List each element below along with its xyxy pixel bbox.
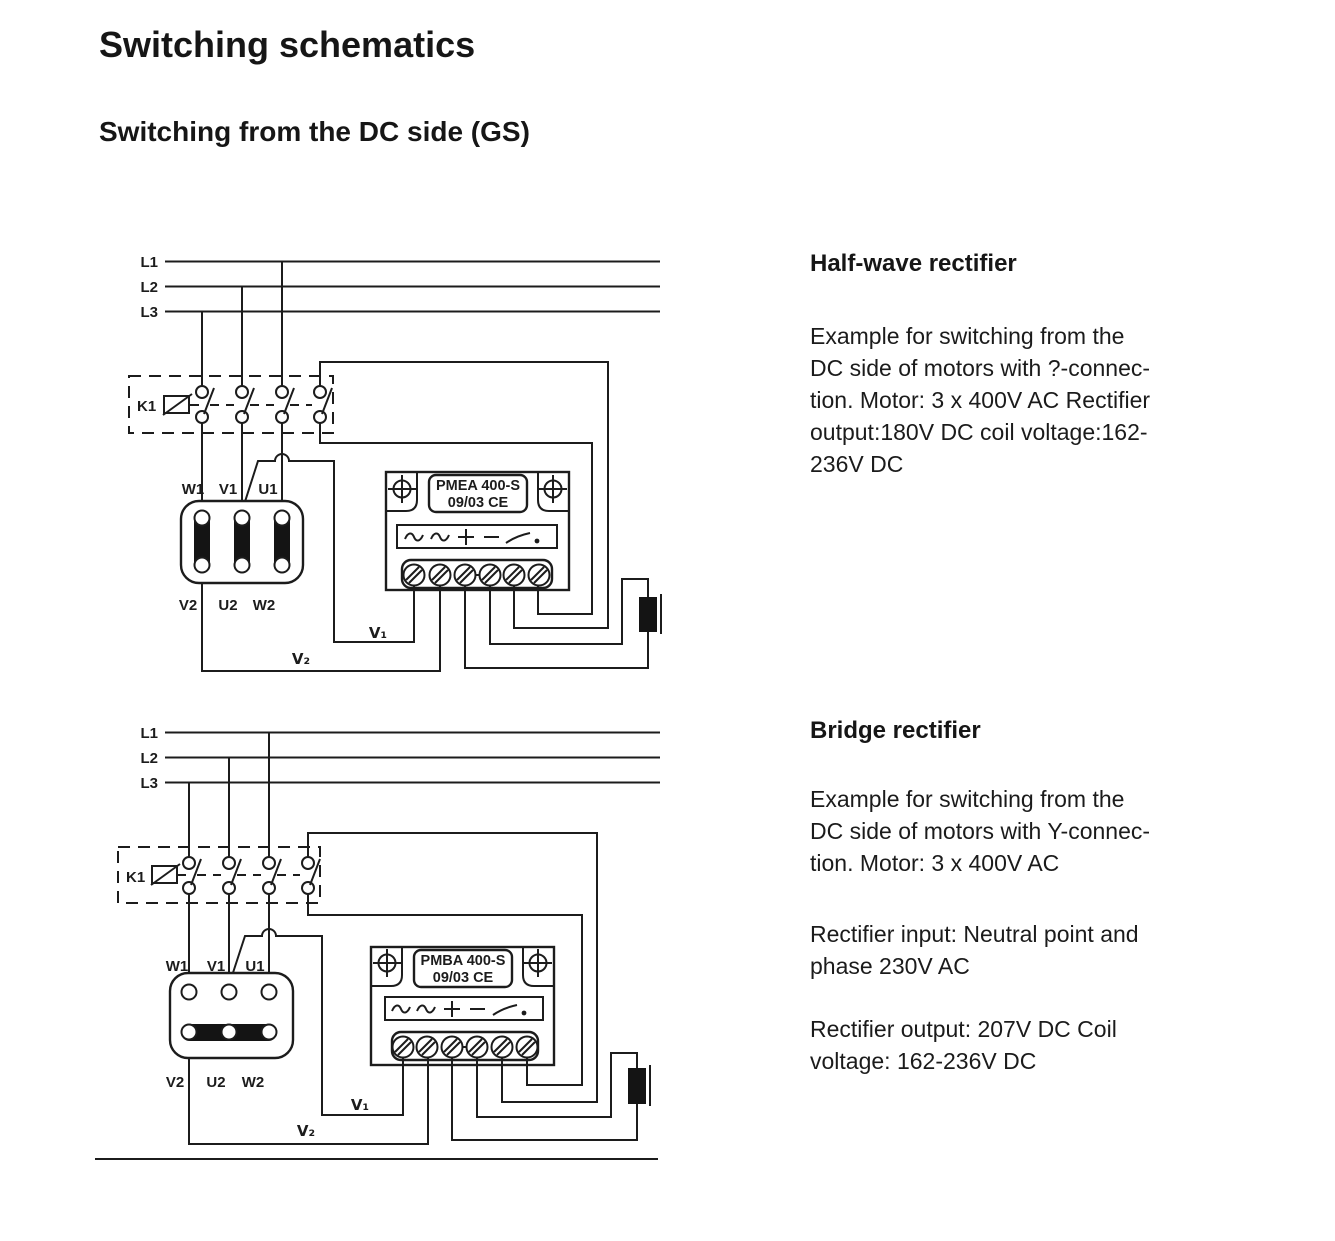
wire-label-v1: V₁: [351, 1096, 369, 1114]
rectifier-module-pmba: PMBA 400-S 09/03 CE: [369, 945, 556, 1067]
link-bar: [274, 510, 290, 573]
ac-symbol-icon: [391, 1004, 411, 1014]
terminal-label-v1: V1: [219, 481, 237, 498]
section-subtitle: Switching from the DC side (GS): [99, 116, 530, 147]
contactor-label: K1: [137, 398, 156, 415]
coil-load-symbol: [639, 594, 662, 634]
screw-terminals: [391, 1035, 539, 1059]
terminal-label-w1: W1: [182, 481, 205, 498]
link-bar: [234, 510, 250, 573]
contactor-coil-symbol: [150, 863, 186, 886]
contact-pole: [262, 856, 282, 895]
rectifier-module-pmea: PMEA 400-S 09/03 CE: [384, 470, 571, 592]
contact-pole: [195, 385, 215, 424]
half-wave-rectifier-diagram: L1 L2 L3 PMEA 400-S 09/03 CE: [128, 254, 662, 672]
bus-label-l3: L3: [140, 304, 158, 321]
wiring: [201, 262, 649, 672]
wiring: [188, 733, 638, 1145]
contactor-k1: K1: [128, 375, 334, 434]
wire-v2: [201, 572, 441, 672]
corner-tab-left: [386, 472, 418, 512]
ac-symbol-icon: [404, 532, 424, 542]
half-wave-paragraph: Example for switching from the DC side o…: [810, 323, 1151, 477]
contactor-k1: K1: [117, 846, 321, 904]
bus-label-l1: L1: [140, 725, 158, 742]
bridge-paragraph-2: Rectifier input: Neutral point and phase…: [810, 921, 1139, 979]
wire-switch-bottom: [319, 423, 593, 615]
mounting-hole-icon: [373, 949, 401, 977]
wire-coil-minus: [464, 586, 649, 669]
terminal-label-w2: W2: [253, 597, 276, 614]
ac-symbol-icon: [416, 1004, 436, 1014]
terminal-symbol-strip: [384, 996, 544, 1021]
bus-label-l2: L2: [140, 279, 158, 296]
wire-coil-minus: [451, 1058, 638, 1141]
wire-label-v2: V₂: [292, 650, 310, 668]
motor-terminal-board-star: W1 V1 U1 V2 U2 W2: [166, 958, 295, 1091]
wire-switch-bottom: [307, 894, 583, 1086]
wire-switch-top: [307, 832, 598, 1103]
device-name: PMEA 400-S: [436, 478, 520, 494]
contactor-label: K1: [126, 869, 145, 886]
terminal-label-v2: V2: [166, 1074, 184, 1091]
contactor-coil-symbol: [162, 393, 199, 416]
bus-label-l1: L1: [140, 254, 158, 271]
device-version: 09/03 CE: [433, 970, 494, 986]
link-bar: [194, 510, 210, 573]
plus-symbol-icon: [444, 1001, 460, 1017]
switch-contact-symbol-icon: [505, 532, 540, 544]
bus-label-l2: L2: [140, 750, 158, 767]
mounting-hole-icon: [524, 949, 552, 977]
bus-lines: L1 L2 L3: [140, 254, 660, 321]
device-label-plate: [427, 473, 529, 514]
half-wave-heading: Half-wave rectifier: [810, 250, 1017, 277]
switch-contact-symbol-icon: [492, 1004, 527, 1016]
motor-terminal-board-delta: W1 V1 U1 V2 U2 W2: [179, 481, 305, 614]
wire-v1: [241, 453, 415, 643]
terminal-label-u2: U2: [218, 597, 237, 614]
contact-pole: [235, 385, 255, 424]
coil-load-symbol: [628, 1065, 651, 1106]
wire-v2: [188, 1040, 429, 1145]
bus-lines: L1 L2 L3: [140, 725, 660, 792]
terminal-label-u2: U2: [206, 1074, 225, 1091]
terminal-label-w2: W2: [242, 1074, 265, 1091]
corner-tab-left: [371, 947, 403, 987]
wire-coil-plus: [476, 1052, 638, 1118]
wire-coil-plus: [489, 578, 649, 645]
terminal-label-v2: V2: [179, 597, 197, 614]
wire-label-v1: V₁: [369, 624, 387, 642]
bus-label-l3: L3: [140, 775, 158, 792]
plus-symbol-icon: [458, 529, 474, 545]
wire-label-v2: V₂: [297, 1122, 315, 1140]
ac-symbol-icon: [430, 532, 450, 542]
contact-pole: [182, 856, 202, 895]
terminal-symbol-strip: [396, 524, 558, 549]
wire-v1: [228, 928, 404, 1116]
terminal-label-v1: V1: [207, 958, 225, 975]
bridge-paragraph-1: Example for switching from the DC side o…: [810, 786, 1151, 876]
terminal-label-w1: W1: [166, 958, 189, 975]
contact-pole-aux: [301, 856, 321, 895]
screw-terminals: [402, 563, 551, 587]
corner-tab-right: [522, 947, 554, 987]
bridge-heading: Bridge rectifier: [810, 717, 981, 744]
terminal-label-u1: U1: [258, 481, 277, 498]
mounting-hole-icon: [539, 475, 567, 503]
device-label-plate: [412, 948, 514, 989]
contact-pole-aux: [313, 385, 333, 424]
wire-switch-top: [319, 361, 609, 629]
corner-tab-right: [537, 472, 569, 512]
mounting-hole-icon: [388, 475, 416, 503]
page-title: Switching schematics: [99, 24, 476, 65]
contact-pole: [222, 856, 242, 895]
device-version: 09/03 CE: [448, 495, 509, 511]
bridge-paragraph-3: Rectifier output: 207V DC Coil voltage: …: [810, 1016, 1117, 1074]
device-name: PMBA 400-S: [421, 953, 506, 969]
contact-pole: [275, 385, 295, 424]
terminal-label-u1: U1: [245, 958, 264, 975]
bridge-rectifier-diagram: L1 L2 L3 PMBA 400-S 09/03 CE: [95, 725, 660, 1160]
